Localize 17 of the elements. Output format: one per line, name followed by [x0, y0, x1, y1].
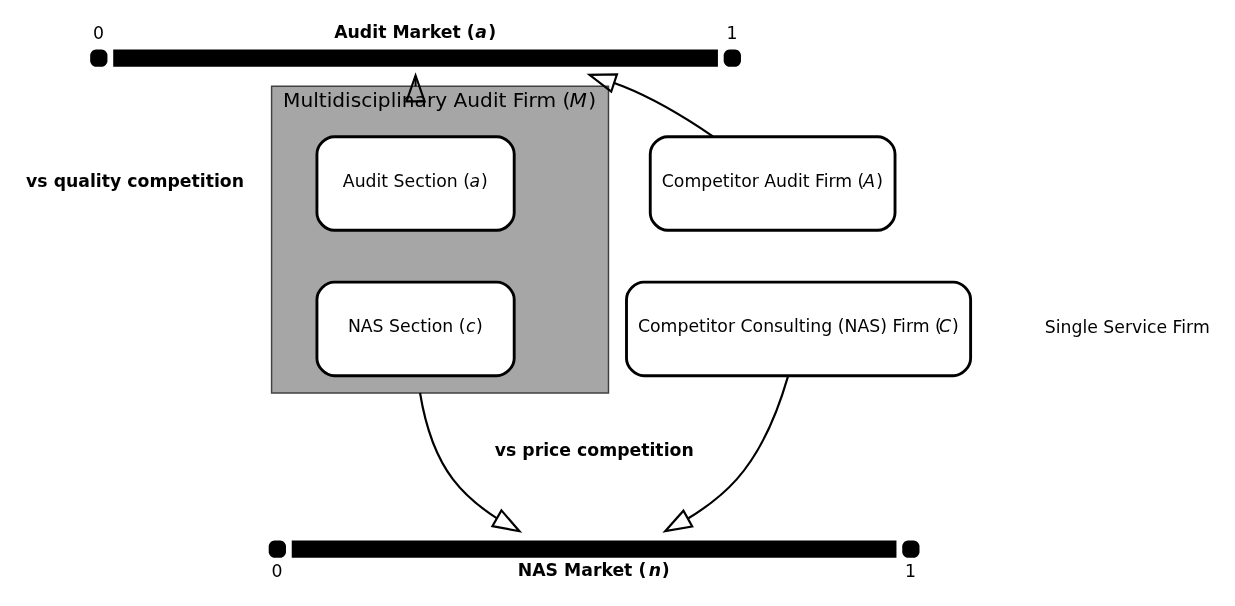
node-box: NAS Section (c): [315, 280, 516, 378]
node-label: 1: [905, 561, 917, 582]
arrow: [419, 392, 523, 533]
node-label: Audit Market (a): [334, 21, 497, 42]
node-label: NAS Market (n): [517, 559, 670, 580]
label: Single Service Firm: [1044, 317, 1210, 338]
node-label: 0: [93, 22, 105, 43]
arrow: [404, 72, 427, 103]
arrow: [586, 73, 714, 138]
node-label: 1: [726, 22, 738, 43]
label: vs quality competition: [26, 170, 244, 191]
label: vs price competition: [494, 440, 694, 461]
node-label: 0: [271, 561, 283, 582]
node-box: Competitor Consulting (NAS) Firm (C): [625, 280, 973, 378]
arrow: [662, 376, 790, 533]
node-box: Audit Section (a): [315, 135, 516, 232]
node-box: Competitor Audit Firm (A): [648, 135, 897, 232]
